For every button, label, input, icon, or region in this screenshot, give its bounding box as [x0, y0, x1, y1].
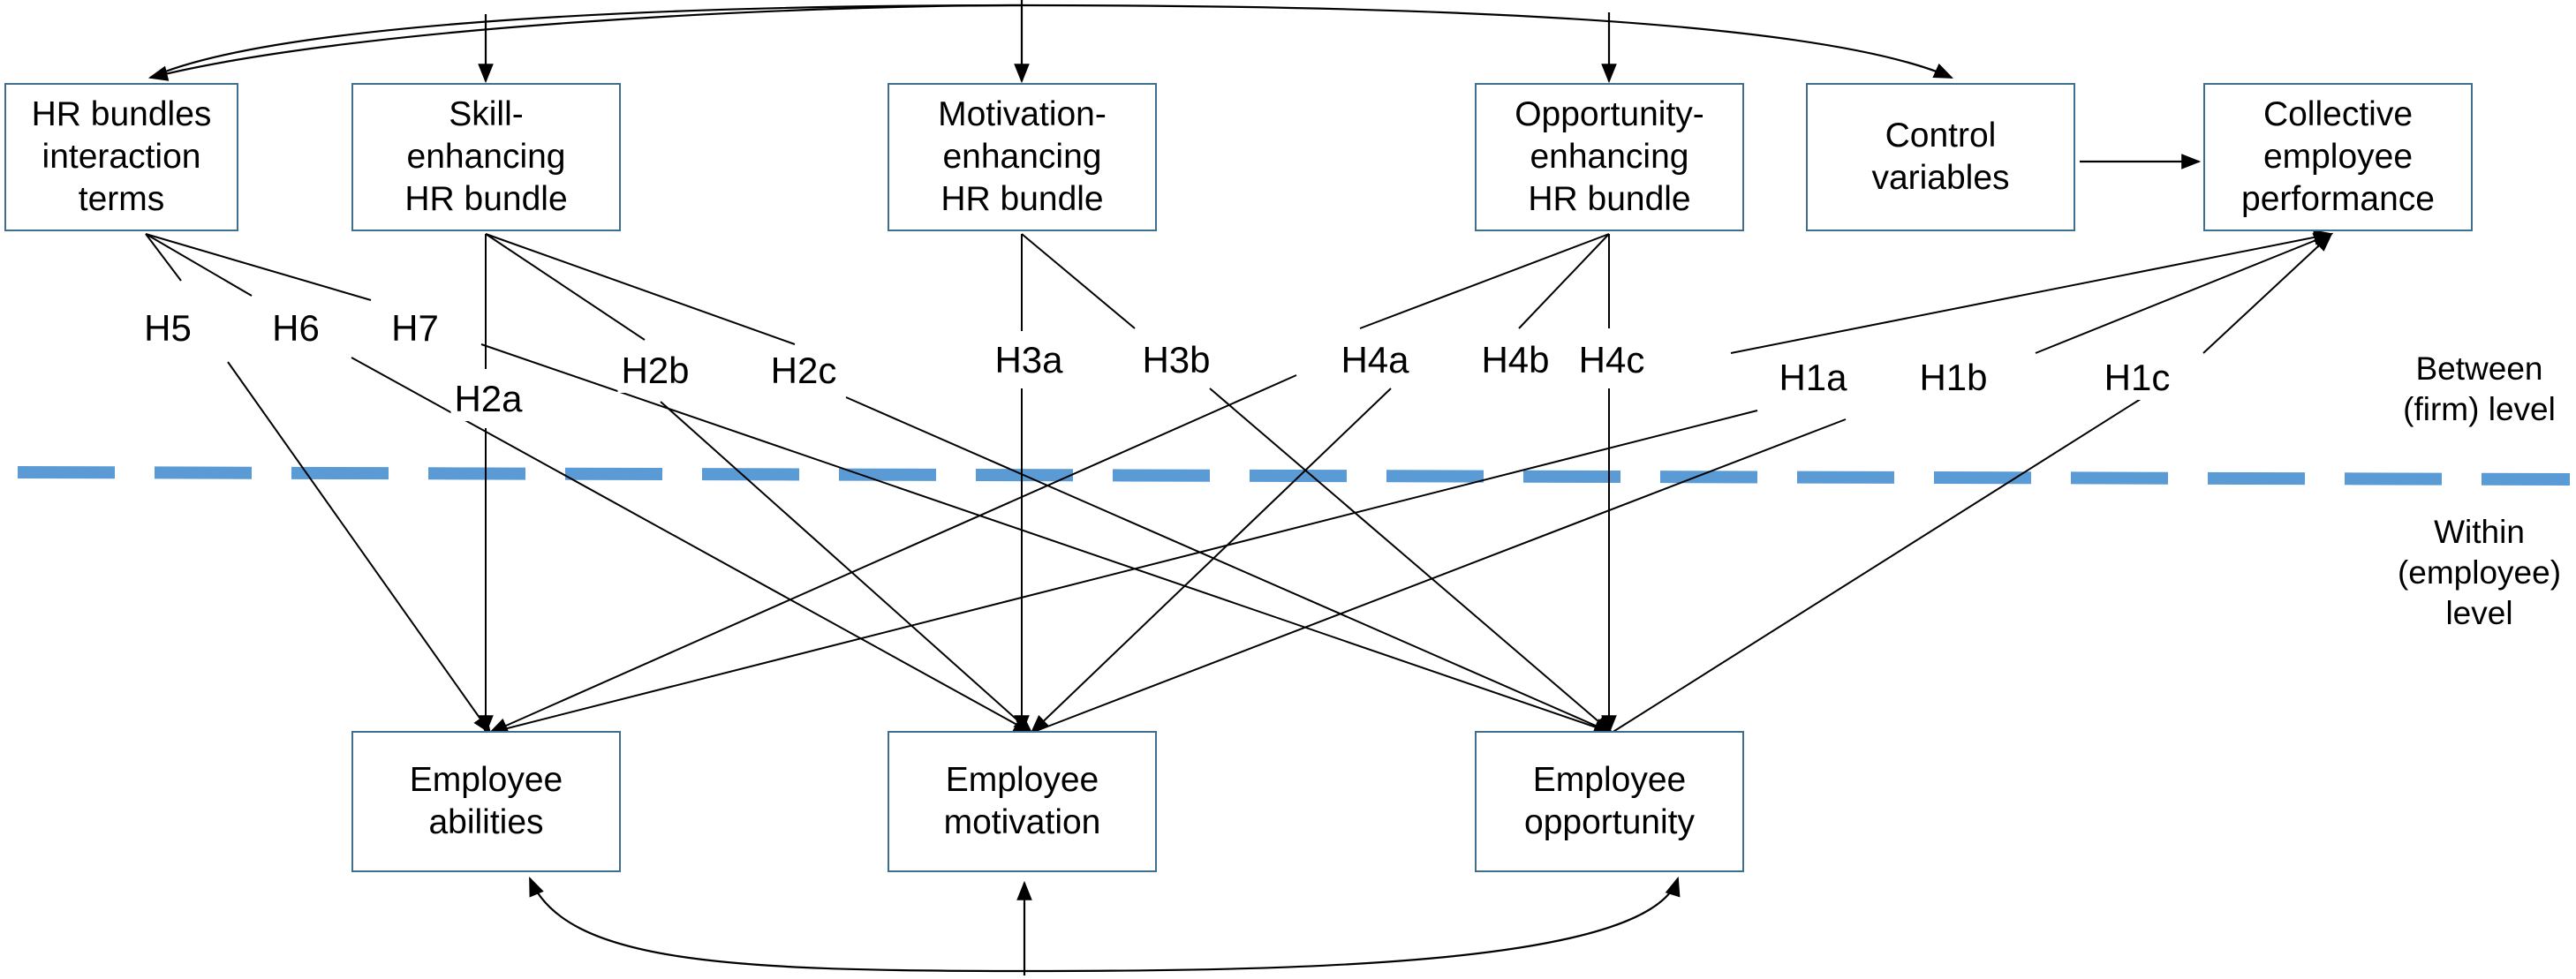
hypothesis-label-h5: H5 [140, 306, 195, 350]
hypothesis-label-h2a: H2a [450, 377, 526, 421]
control-variables-label: Control variables [1871, 117, 2010, 197]
skill-bundle-label: Skill- enhancing HR bundle [404, 95, 568, 218]
skill-bundle-box: Skill- enhancing HR bundle [351, 83, 621, 231]
hypothesis-label-h1b: H1b [1915, 356, 1991, 400]
opportunity-bundle-label: Opportunity- enhancing HR bundle [1515, 95, 1704, 218]
opportunity-bundle-box: Opportunity- enhancing HR bundle [1475, 83, 1744, 231]
hypothesis-label-h4a: H4a [1337, 338, 1413, 382]
hr-bundles-interaction-box: HR bundles interaction terms [4, 83, 238, 231]
bottom-connector [528, 876, 1681, 975]
hr-bundles-interaction-label: HR bundles interaction terms [31, 95, 212, 218]
hypothesis-label-h3b: H3b [1138, 338, 1214, 382]
employee-motivation-box: Employee motivation [888, 731, 1157, 872]
employee-abilities-box: Employee abilities [351, 731, 621, 872]
collective-performance-box: Collective employee performance [2203, 83, 2473, 231]
hypothesis-label-h2b: H2b [617, 349, 693, 393]
employee-opportunity-box: Employee opportunity [1475, 731, 1744, 872]
employee-abilities-label: Employee abilities [409, 761, 563, 841]
top-connector [147, 0, 1954, 84]
hypothesis-label-h4b: H4b [1477, 338, 1553, 382]
collective-performance-label: Collective employee performance [2241, 95, 2435, 218]
within-level-label: Within (employee) level [2397, 514, 2562, 631]
between-level-label: Between (firm) level [2403, 350, 2556, 427]
motivation-bundle-box: Motivation- enhancing HR bundle [888, 83, 1157, 231]
motivation-bundle-label: Motivation- enhancing HR bundle [938, 95, 1107, 218]
hypothesis-label-h6: H6 [268, 306, 323, 350]
hypothesis-label-h3a: H3a [991, 338, 1067, 382]
hypothesis-label-h1c: H1c [2100, 356, 2174, 400]
hypothesis-label-h1a: H1a [1775, 356, 1851, 400]
control-variables-box: Control variables [1806, 83, 2075, 231]
hypothesis-label-h4c: H4c [1575, 338, 1649, 382]
employee-motivation-label: Employee motivation [943, 761, 1101, 841]
hypothesis-label-h7: H7 [388, 306, 442, 350]
level-divider [17, 466, 2571, 486]
hypothesis-label-h2c: H2c [767, 349, 841, 393]
employee-opportunity-label: Employee opportunity [1524, 761, 1695, 841]
